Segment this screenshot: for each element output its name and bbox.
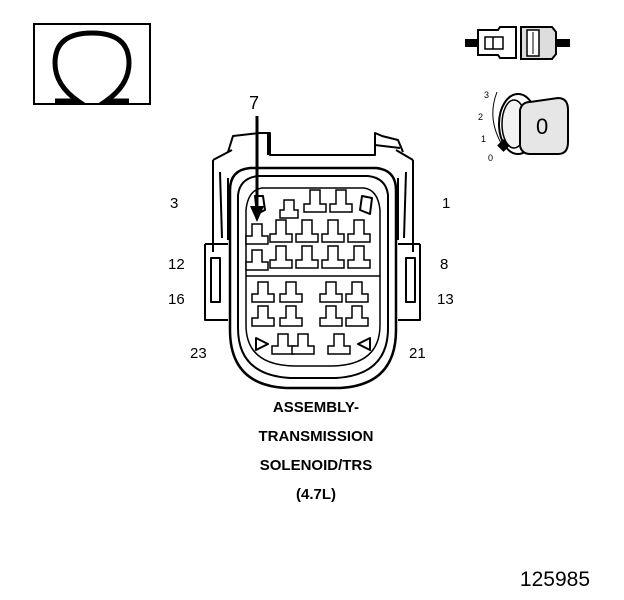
caption-line: TRANSMISSION xyxy=(258,428,374,445)
pin-label-1: 1 xyxy=(442,195,451,212)
pin-7-callout-arrow xyxy=(250,116,264,222)
pin-label-3: 3 xyxy=(170,195,179,212)
figure-number: 125985 xyxy=(519,568,590,591)
ignition-position-label: 2 xyxy=(478,112,484,122)
ignition-position-label: 1 xyxy=(481,134,487,144)
pin-label-12: 12 xyxy=(168,256,185,273)
pin-label-8: 8 xyxy=(440,256,449,273)
caption-line: ASSEMBLY- xyxy=(272,399,360,416)
ohm-icon xyxy=(52,30,132,104)
ignition-position-label: 0 xyxy=(488,153,494,163)
pin-label-23: 23 xyxy=(190,345,207,362)
pin-label-16: 16 xyxy=(168,291,185,308)
pin-label-13: 13 xyxy=(437,291,454,308)
caption-line: SOLENOID/TRS xyxy=(259,457,373,474)
ignition-position-label: 3 xyxy=(484,90,490,100)
pin-callout-label: 7 xyxy=(249,93,260,113)
ignition-key-position: 0 xyxy=(536,114,549,139)
pin-label-21: 21 xyxy=(409,345,426,362)
caption-line: (4.7L) xyxy=(295,486,336,503)
ohmmeter-symbol-box xyxy=(33,23,151,105)
